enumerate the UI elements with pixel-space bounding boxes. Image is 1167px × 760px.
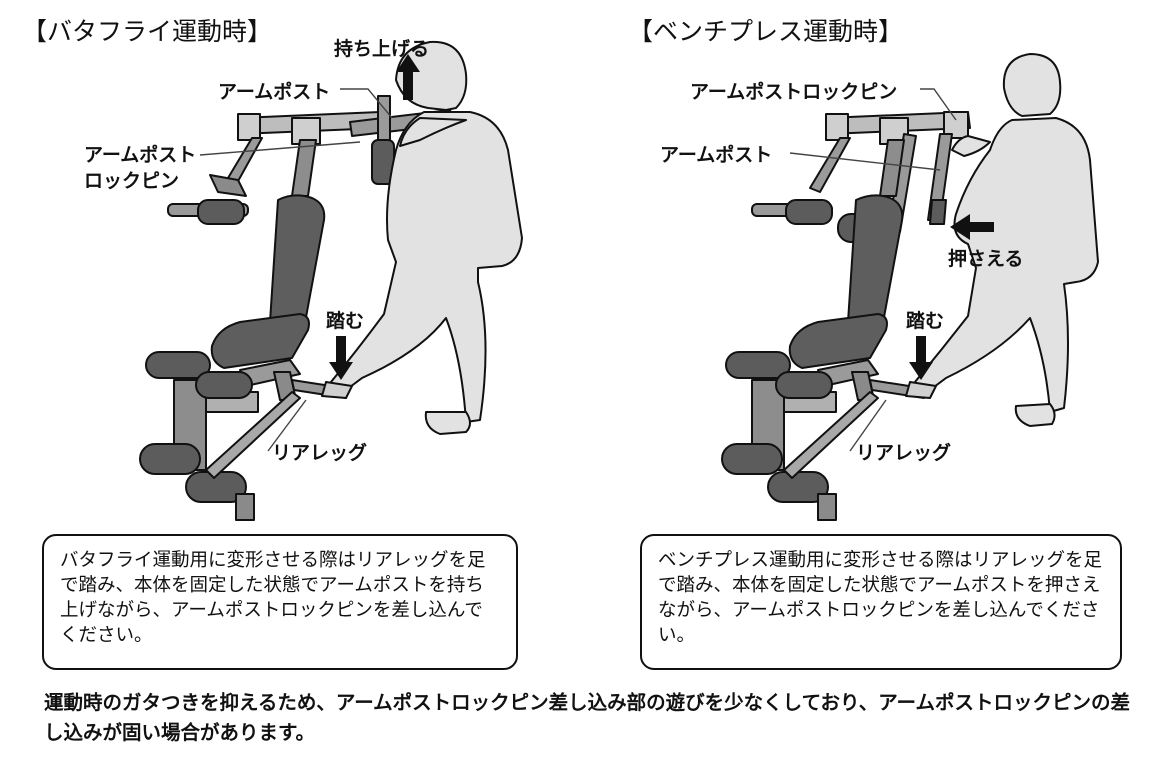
- label-rear-leg-right: リアレッグ: [856, 438, 951, 465]
- label-arm-post-lock-pin-left-line2: ロックピン: [84, 166, 179, 193]
- label-press: 押さえる: [948, 244, 1023, 271]
- label-lift: 持ち上げる: [334, 34, 429, 61]
- footer-caution-text: 運動時のガタつきを抑えるため、アームポストロックピン差し込み部の遊びを少なくして…: [44, 688, 1134, 748]
- label-arm-post-left: アームポスト: [218, 77, 330, 104]
- label-arm-post-lock-pin-right: アームポストロックピン: [690, 77, 897, 104]
- left-panel-title: 【バタフライ運動時】: [22, 12, 272, 48]
- label-arm-post-right: アームポスト: [660, 140, 772, 167]
- label-rear-leg-left: リアレッグ: [272, 438, 367, 465]
- right-panel-title: 【ベンチプレス運動時】: [628, 12, 903, 48]
- label-step-left: 踏む: [326, 306, 364, 333]
- right-person-drawing: [906, 54, 1098, 426]
- label-arm-post-lock-pin-left-line1: アームポスト: [84, 140, 196, 167]
- left-instruction-note: バタフライ運動用に変形させる際はリアレッグを足で踏み、本体を固定した状態でアーム…: [42, 534, 518, 670]
- left-person-drawing: [322, 42, 522, 434]
- label-step-right: 踏む: [906, 306, 944, 333]
- right-instruction-note: ベンチプレス運動用に変形させる際はリアレッグを足で踏み、本体を固定した状態でアー…: [640, 534, 1122, 670]
